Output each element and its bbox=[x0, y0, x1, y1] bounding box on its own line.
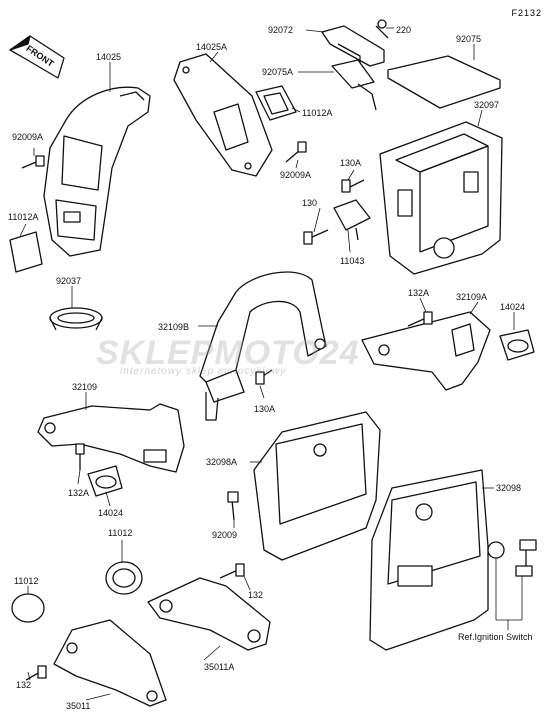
callout-92075a: 92075A bbox=[262, 67, 294, 77]
bracket-35011 bbox=[53, 619, 167, 707]
callout-32098a: 32098A bbox=[206, 457, 238, 467]
callout-32109a: 32109A bbox=[456, 292, 488, 302]
bracket-11043 bbox=[333, 199, 371, 241]
callout-11012-mid: 11012 bbox=[108, 528, 133, 538]
outer-case-32098 bbox=[369, 469, 489, 651]
screw-132-mid bbox=[219, 563, 245, 579]
grommet-11012a-top bbox=[255, 85, 297, 121]
callout-132a-left: 132A bbox=[68, 488, 90, 498]
screw-132-low bbox=[25, 665, 47, 681]
screw-130 bbox=[303, 229, 329, 245]
callout-32097: 32097 bbox=[474, 100, 500, 110]
grommet-11012a-left bbox=[9, 231, 43, 273]
callout-11043: 11043 bbox=[340, 256, 365, 266]
callout-11012-left: 11012 bbox=[14, 576, 39, 586]
callout-92009: 92009 bbox=[212, 530, 238, 540]
screw-132a-top bbox=[407, 311, 433, 327]
clamp-92037 bbox=[49, 307, 103, 331]
screw-130a-top bbox=[341, 179, 365, 193]
bracket-32109a bbox=[361, 311, 491, 391]
ignition-key-icon bbox=[487, 539, 537, 577]
callout-35011a: 35011A bbox=[204, 662, 235, 672]
grab-handle-32109b bbox=[199, 271, 327, 421]
screw-220 bbox=[375, 19, 389, 39]
figure-code: F2132 bbox=[511, 8, 542, 18]
callout-132-mid: 132 bbox=[248, 590, 264, 600]
callout-92072: 92072 bbox=[268, 25, 294, 35]
callout-132a-top: 132A bbox=[408, 288, 430, 298]
callout-14025: 14025 bbox=[96, 52, 122, 62]
pad-92075 bbox=[387, 55, 501, 109]
cap-14024-right bbox=[499, 329, 535, 361]
watermark-brand: SKLEPMOTO24 bbox=[96, 334, 360, 372]
callout-130a-top: 130A bbox=[340, 158, 362, 168]
inner-case-32098a bbox=[253, 411, 381, 561]
bracket-92075a bbox=[331, 59, 377, 111]
screw-92009 bbox=[227, 491, 239, 521]
callout-92009a-left: 92009A bbox=[12, 132, 44, 142]
inner-cover-14025a bbox=[173, 53, 273, 177]
callout-92037: 92037 bbox=[56, 276, 82, 286]
callout-220: 220 bbox=[396, 25, 412, 35]
callout-ref-ignition-switch: Ref.Ignition Switch bbox=[458, 632, 533, 642]
callout-92009a-mid: 92009A bbox=[280, 170, 312, 180]
leader-lines bbox=[19, 27, 523, 701]
screw-132a-left bbox=[75, 443, 85, 470]
callout-11012a-left: 11012A bbox=[8, 212, 39, 222]
front-arrow-icon bbox=[9, 35, 65, 79]
bracket-32109 bbox=[37, 403, 185, 473]
callout-32109b: 32109B bbox=[158, 322, 190, 332]
screw-130a-mid bbox=[255, 369, 273, 385]
callout-132-low: 132 bbox=[16, 680, 32, 690]
callout-14025a: 14025A bbox=[196, 42, 228, 52]
callout-32098: 32098 bbox=[496, 483, 522, 493]
callout-14024-left: 14024 bbox=[98, 508, 124, 518]
callout-130a-mid: 130A bbox=[254, 404, 276, 414]
screw-92009a-left bbox=[21, 155, 45, 169]
watermark-tagline: internetowy sklep motocyklowy bbox=[120, 366, 287, 377]
bracket-35011a bbox=[147, 577, 271, 651]
callout-130: 130 bbox=[302, 198, 318, 208]
callout-92075: 92075 bbox=[456, 34, 482, 44]
callout-32109: 32109 bbox=[72, 382, 98, 392]
callout-11012a-top: 11012A bbox=[302, 108, 333, 118]
grommet-11012-mid bbox=[105, 561, 143, 595]
cap-14024-left bbox=[87, 465, 123, 497]
screw-92009a-mid bbox=[285, 141, 307, 163]
callout-35011: 35011 bbox=[66, 701, 91, 711]
grommet-11012-left bbox=[11, 593, 45, 623]
battery-case-32097 bbox=[379, 121, 503, 275]
left-side-cover-part bbox=[43, 86, 151, 257]
callout-14024-right: 14024 bbox=[500, 302, 526, 312]
